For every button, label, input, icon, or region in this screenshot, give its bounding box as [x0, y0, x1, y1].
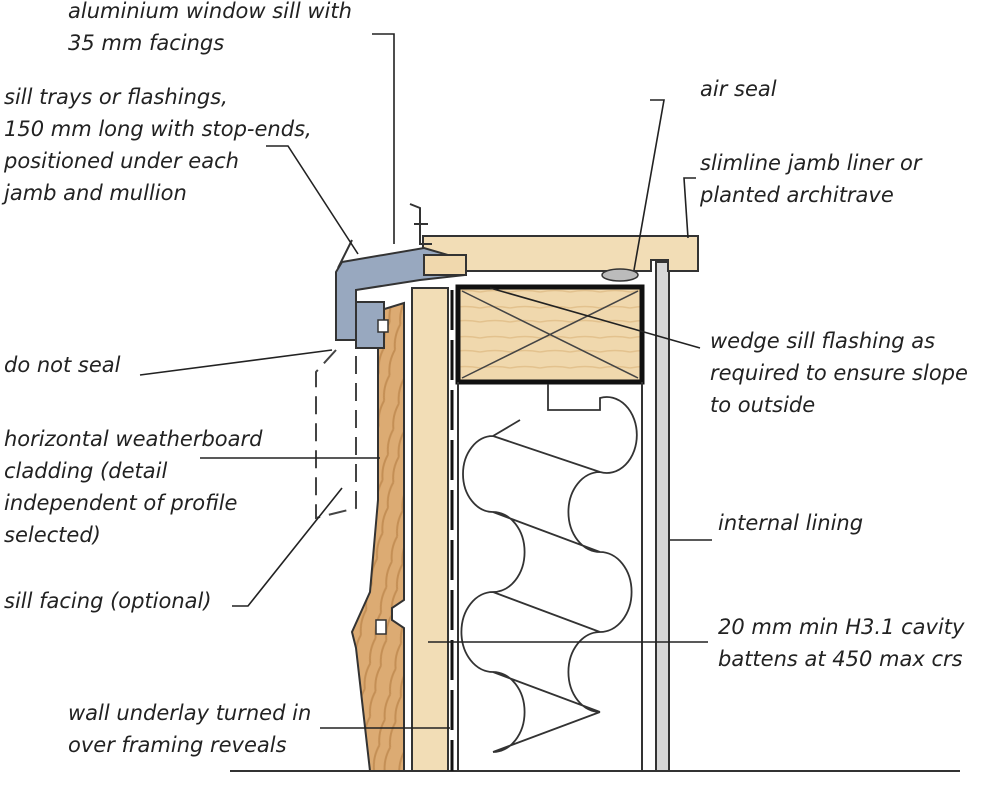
label-jamb-liner: slimline jamb liner or planted architrav…: [699, 151, 923, 207]
label-cladding-line4: selected): [4, 523, 101, 547]
label-wedge-line3: to outside: [710, 393, 815, 417]
label-wedge: wedge sill flashing as required to ensur…: [710, 329, 968, 417]
label-underlay-line2: over framing reveals: [68, 733, 287, 757]
label-wedge-line1: wedge sill flashing as: [710, 329, 935, 353]
internal-lining: [655, 261, 670, 772]
leader-wedge: [489, 287, 701, 349]
label-jamb-line2: planted architrave: [699, 183, 894, 207]
sill-facing-outline: [315, 349, 357, 520]
label-wedge-line2: required to ensure slope: [710, 361, 968, 385]
label-cladding: horizontal weatherboard cladding (detail…: [4, 427, 263, 547]
label-sill: aluminium window sill with 35 mm facings: [68, 0, 352, 55]
leader-lines: [139, 33, 712, 729]
weatherboard-cladding: [350, 301, 405, 772]
label-cavity-line2: battens at 450 max crs: [718, 647, 963, 671]
label-cladding-line1: horizontal weatherboard: [4, 427, 263, 451]
leader-do-not-seal: [139, 349, 333, 376]
label-sill-facing: sill facing (optional): [4, 589, 212, 613]
label-internal-lining: internal lining: [718, 511, 863, 535]
leader-jamb: [683, 177, 696, 239]
sill-tray-flashing: [337, 203, 432, 269]
label-cavity-battens: 20 mm min H3.1 cavity battens at 450 max…: [718, 615, 965, 671]
label-trays-line2: 150 mm long with stop-ends,: [4, 117, 312, 141]
label-underlay-line1: wall underlay turned in: [68, 701, 311, 725]
label-jamb-line1: slimline jamb liner or: [700, 151, 923, 175]
framing-head-cross: [461, 290, 639, 379]
cladding-clip: [375, 619, 387, 635]
weather-block-clip: [377, 319, 389, 333]
leader-trays: [266, 145, 359, 255]
label-trays-line1: sill trays or flashings,: [4, 85, 228, 109]
label-sill-line1: aluminium window sill with: [68, 0, 352, 23]
label-sill-line2: 35 mm facings: [68, 31, 224, 55]
leader-sill: [372, 33, 395, 244]
label-do-not-seal: do not seal: [4, 353, 121, 377]
jamb-liner: [422, 235, 699, 272]
label-trays-line4: jamb and mullion: [1, 181, 187, 205]
label-cladding-line2: cladding (detail: [4, 459, 167, 483]
leader-air-seal: [633, 99, 665, 271]
cavity-batten: [411, 287, 449, 772]
label-cavity-line1: 20 mm min H3.1 cavity: [718, 615, 965, 639]
label-trays: sill trays or flashings, 150 mm long wit…: [1, 85, 312, 205]
label-trays-line3: positioned under each: [3, 149, 239, 173]
label-underlay: wall underlay turned in over framing rev…: [68, 701, 311, 757]
leader-facing: [232, 487, 343, 607]
insulation-batts: [460, 384, 638, 753]
label-air-seal: air seal: [700, 77, 777, 101]
label-cladding-line3: independent of profile: [4, 491, 237, 515]
air-seal: [601, 268, 639, 282]
sill-block: [423, 254, 467, 276]
